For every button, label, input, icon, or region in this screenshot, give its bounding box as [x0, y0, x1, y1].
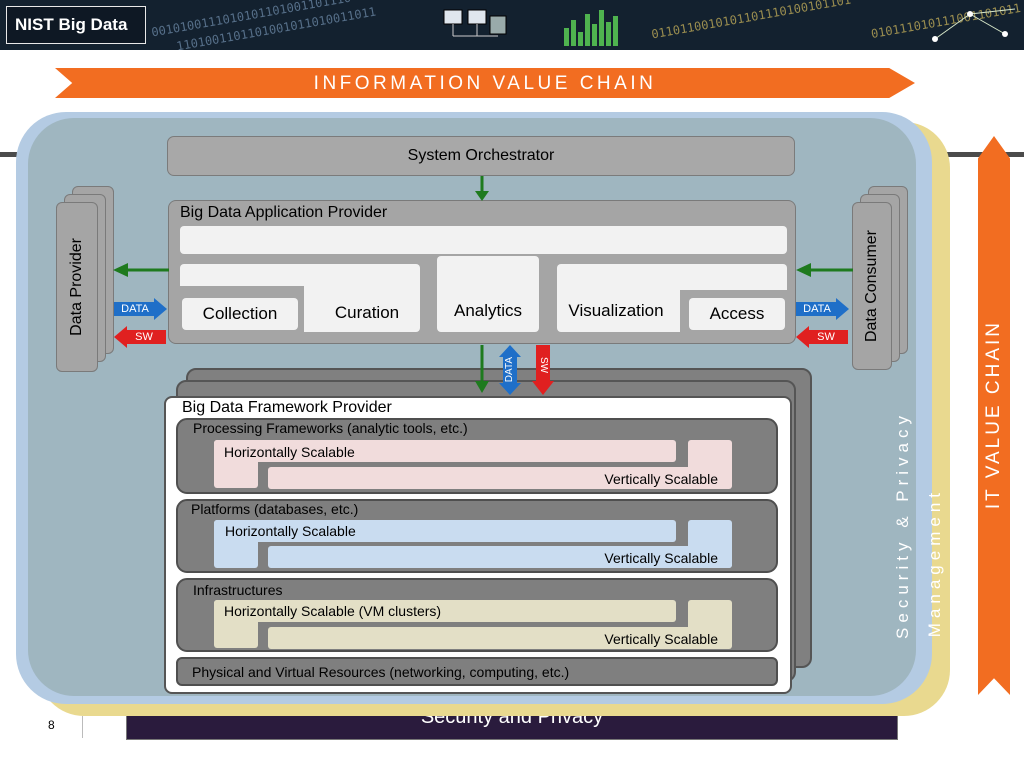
header-banner: 0010100111010101101001101110 11010011011…	[0, 0, 1024, 50]
framework-control-arrow	[472, 345, 492, 395]
software-flow-arrow	[796, 326, 848, 348]
data-flow-arrow	[114, 298, 168, 320]
data-flow-tag: DATA	[803, 303, 831, 315]
analytics-box: Analytics	[437, 256, 539, 332]
application-top-bar	[180, 226, 787, 254]
infrastructures-horizontal-label: Horizontally Scalable (VM clusters)	[224, 603, 442, 619]
platforms-vertical-label: Vertically Scalable	[604, 550, 718, 566]
infrastructures-horizontal-corner	[214, 600, 258, 648]
management-vertical-wrap: Management	[920, 468, 950, 658]
circuit-network-icon	[930, 4, 1020, 46]
software-flow-vertical-tag: SW	[538, 356, 549, 374]
processing-horizontal-label: Horizontally Scalable	[224, 444, 355, 460]
curation-label: Curation	[334, 303, 400, 322]
header-title: NIST Big Data	[6, 6, 146, 44]
processing-horizontal-corner	[214, 440, 258, 488]
software-flow-tag: SW	[817, 331, 835, 343]
infrastructures-title: Infrastructures	[193, 582, 283, 598]
software-flow-vertical-tag-wrap: SW	[532, 348, 554, 382]
data-flow-vertical-tag: DATA	[504, 357, 515, 383]
access-box: Access	[689, 298, 785, 330]
platforms-horizontal-corner	[214, 520, 258, 568]
infrastructures-horizontal-bar	[214, 600, 676, 622]
physical-resources-label: Physical and Virtual Resources (networki…	[192, 664, 570, 680]
platforms-vertical-bar	[268, 546, 732, 568]
security-privacy-vertical-wrap: Security & Privacy	[888, 395, 918, 655]
data-provider-label: Data Provider	[68, 238, 85, 336]
information-value-chain-label: INFORMATION VALUE CHAIN	[313, 73, 657, 94]
processing-horizontal-bar	[214, 440, 676, 462]
data-consumer-box: Data Consumer	[852, 202, 892, 370]
data-consumer-label: Data Consumer	[863, 229, 880, 343]
infrastructures-vertical-label: Vertically Scalable	[604, 631, 718, 647]
processing-frameworks-title: Processing Frameworks (analytic tools, e…	[193, 420, 468, 436]
provider-control-arrow	[112, 260, 170, 280]
security-privacy-vertical-label: Security & Privacy	[893, 411, 912, 639]
platforms-title: Platforms (databases, etc.)	[191, 501, 359, 517]
it-value-chain-label-wrap: IT VALUE CHAIN	[979, 140, 1009, 690]
platforms-horizontal-bar	[214, 520, 676, 542]
system-orchestrator-box: System Orchestrator	[167, 136, 795, 176]
information-value-chain-banner	[55, 68, 915, 98]
binary-pattern: 0110110010101101110100101101	[650, 0, 852, 42]
page-number: 8	[48, 718, 55, 732]
application-provider-title: Big Data Application Provider	[180, 204, 388, 221]
processing-vertical-bar	[268, 467, 732, 489]
framework-provider-title: Big Data Framework Provider	[182, 399, 392, 416]
collection-box: Collection	[182, 298, 298, 330]
orchestrator-down-arrow	[472, 176, 492, 202]
data-flow-arrow	[796, 298, 850, 320]
software-flow-vertical-arrow	[532, 345, 554, 395]
data-flow-vertical-arrow	[498, 345, 522, 395]
platforms-horizontal-label: Horizontally Scalable	[225, 523, 356, 539]
data-provider-box: Data Provider	[56, 202, 98, 372]
software-flow-arrow	[114, 326, 166, 348]
processing-vertical-label: Vertically Scalable	[604, 471, 718, 487]
bar-graph-icon	[560, 6, 640, 46]
it-value-chain-arrow	[978, 136, 1010, 695]
software-flow-tag: SW	[135, 331, 153, 343]
management-vertical-label: Management	[925, 488, 944, 638]
consumer-control-arrow	[794, 260, 854, 280]
infrastructures-vertical-bar	[268, 627, 732, 649]
data-flow-tag: DATA	[121, 303, 149, 315]
network-computers-icon	[440, 8, 510, 42]
physical-resources-section	[176, 657, 778, 686]
it-value-chain-label: IT VALUE CHAIN	[983, 320, 1004, 510]
visualization-label: Visualization	[568, 301, 664, 320]
data-flow-vertical-tag-wrap: DATA	[498, 350, 522, 390]
page-number-divider	[82, 716, 83, 738]
